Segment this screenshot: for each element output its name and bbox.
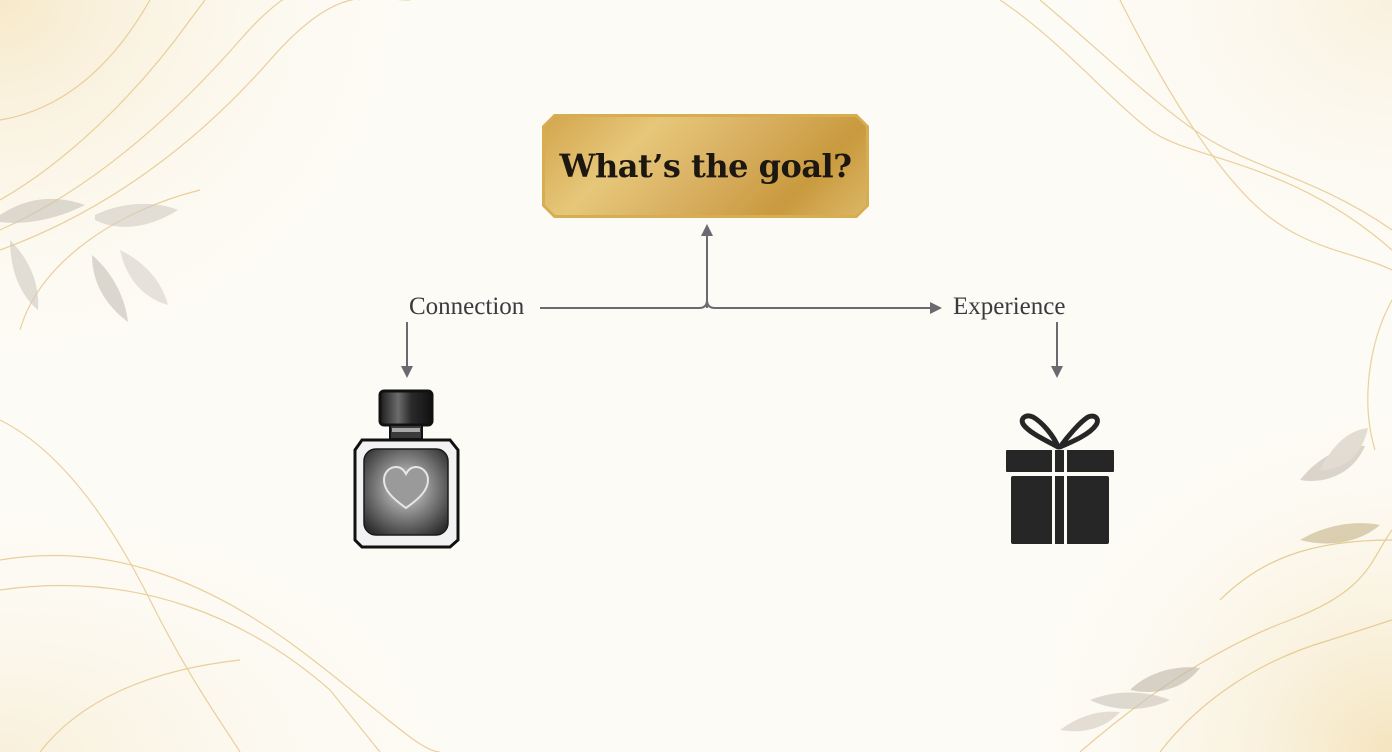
heart-icon (382, 465, 430, 510)
branch-label-connection: Connection (409, 293, 525, 320)
goal-box: What’s the goal? (542, 114, 869, 218)
leaf-cluster-bottom-right (1060, 428, 1380, 732)
arrowhead-right (930, 302, 942, 314)
branch-bar (540, 299, 934, 309)
arrowhead-up (701, 224, 713, 236)
goal-title: What’s the goal? (559, 147, 852, 185)
arrowhead-down-right (1051, 366, 1063, 378)
arrowhead-down-left (401, 366, 413, 378)
branch-label-experience: Experience (953, 293, 1066, 320)
leaf-cluster-top-left (0, 198, 178, 322)
gift-bow-right (1057, 413, 1100, 450)
goal-box-inner: What’s the goal? (545, 117, 866, 215)
gift-bow-left (1019, 413, 1061, 450)
